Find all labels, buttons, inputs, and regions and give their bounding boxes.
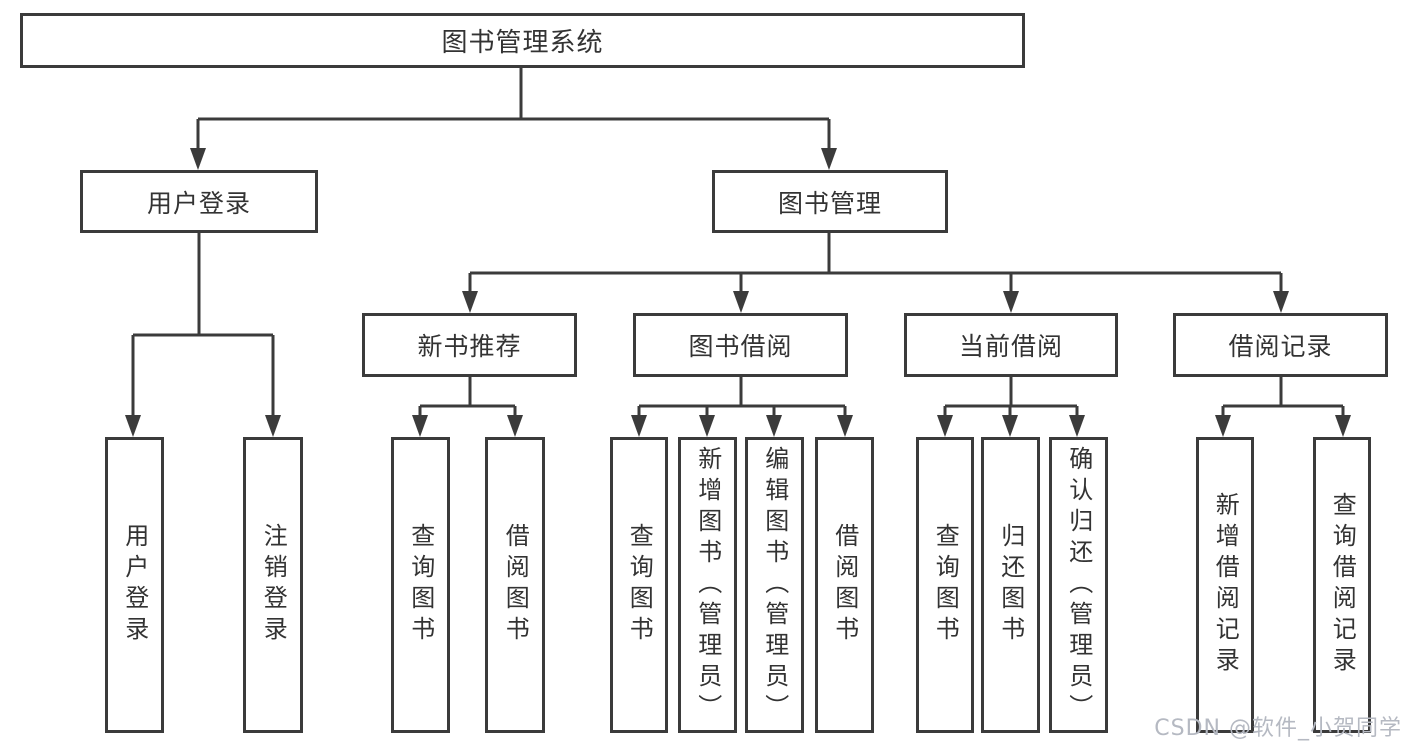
node-leaf-nb-borrow-books: 借阅图书 (485, 437, 545, 733)
node-leaf-cb-query-books: 查询图书 (916, 437, 974, 733)
node-leaf-br-add-record: 新增借阅记录 (1196, 437, 1254, 733)
leaf-label: 注销登录 (259, 523, 288, 647)
arrow-icon (507, 415, 523, 437)
arrow-icon (1335, 415, 1351, 437)
arrow-icon (1069, 415, 1085, 437)
leaf-label: 借阅图书 (501, 523, 530, 647)
arrow-icon (1002, 415, 1018, 437)
node-root: 图书管理系统 (20, 13, 1025, 68)
leaf-label: 用户登录 (120, 523, 149, 647)
arrow-icon (265, 415, 281, 437)
arrow-icon (1215, 415, 1231, 437)
node-leaf-logout: 注销登录 (243, 437, 303, 733)
node-leaf-bb-query-books: 查询图书 (610, 437, 668, 733)
leaf-label: 编辑图书（管理员） (760, 445, 789, 725)
arrow-icon (1273, 291, 1289, 313)
node-leaf-bb-add-books: 新增图书（管理员） (678, 437, 737, 733)
node-current-borrow: 当前借阅 (904, 313, 1118, 377)
node-leaf-nb-query-books: 查询图书 (391, 437, 450, 733)
node-new-book-recommend: 新书推荐 (362, 313, 577, 377)
leaf-label: 确认归还（管理员） (1064, 445, 1093, 725)
node-leaf-br-query-record: 查询借阅记录 (1313, 437, 1371, 733)
arrow-icon (766, 415, 782, 437)
arrow-icon (1003, 291, 1019, 313)
node-user-login: 用户登录 (80, 170, 318, 233)
csdn-watermark: CSDN @软件_小贺同学 (1154, 716, 1402, 741)
arrow-icon (821, 148, 837, 170)
node-borrow-records: 借阅记录 (1173, 313, 1388, 377)
node-leaf-bb-borrow-books: 借阅图书 (815, 437, 874, 733)
leaf-label: 归还图书 (996, 523, 1025, 647)
leaf-label: 查询图书 (406, 523, 435, 647)
node-leaf-bb-edit-books: 编辑图书（管理员） (745, 437, 804, 733)
arrow-icon (412, 415, 428, 437)
node-book-management: 图书管理 (712, 170, 948, 233)
arrow-icon (837, 415, 853, 437)
arrow-icon (631, 415, 647, 437)
arrow-icon (937, 415, 953, 437)
arrow-icon (125, 415, 141, 437)
node-leaf-user-login: 用户登录 (105, 437, 164, 733)
arrow-icon (190, 148, 206, 170)
leaf-label: 查询图书 (625, 523, 654, 647)
arrow-icon (699, 415, 715, 437)
leaf-label: 查询图书 (931, 523, 960, 647)
leaf-label: 查询借阅记录 (1328, 492, 1357, 678)
leaf-label: 新增借阅记录 (1211, 492, 1240, 678)
node-leaf-cb-confirm-return: 确认归还（管理员） (1049, 437, 1108, 733)
arrow-icon (462, 291, 478, 313)
node-book-borrow: 图书借阅 (633, 313, 848, 377)
arrow-icon (733, 291, 749, 313)
node-leaf-cb-return-books: 归还图书 (981, 437, 1040, 733)
leaf-label: 新增图书（管理员） (693, 445, 722, 725)
leaf-label: 借阅图书 (830, 523, 859, 647)
